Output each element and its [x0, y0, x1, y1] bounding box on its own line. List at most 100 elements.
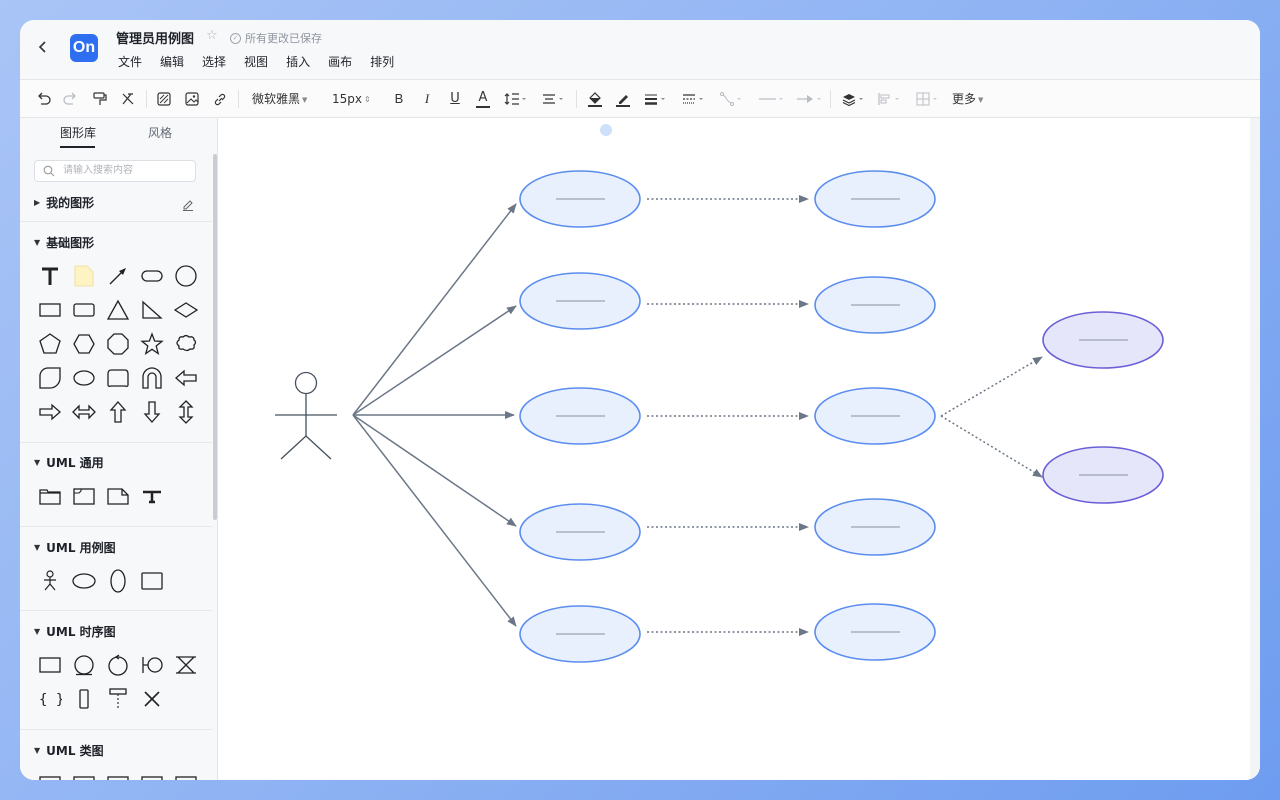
undo-icon[interactable] [36, 89, 52, 109]
diamond-shape[interactable] [172, 296, 200, 324]
image-icon[interactable] [184, 89, 200, 109]
ellipse-callout-shape[interactable] [70, 364, 98, 392]
extend-arrow[interactable] [940, 415, 1043, 478]
fill-bucket-icon[interactable] [586, 89, 604, 109]
circle-shape[interactable] [172, 262, 200, 290]
arrow-line-shape[interactable] [104, 262, 132, 290]
more-button[interactable]: 更多▼ [952, 92, 984, 106]
extend-arrow[interactable] [940, 356, 1043, 417]
tape-shape[interactable] [104, 364, 132, 392]
association-arrow[interactable] [352, 414, 517, 627]
association-arrow[interactable] [352, 203, 517, 416]
right-triangle-shape[interactable] [138, 296, 166, 324]
line-start-icon[interactable] [756, 89, 786, 109]
line-end-icon[interactable] [794, 89, 824, 109]
entity-shape[interactable] [70, 651, 98, 679]
vertical-double-arrow-shape[interactable] [172, 398, 200, 426]
menu-canvas[interactable]: 画布 [328, 55, 353, 69]
font-size-stepper[interactable]: 15px⇕ [332, 92, 371, 106]
interface-shape[interactable] [70, 770, 98, 780]
line-color-icon[interactable] [614, 89, 632, 109]
octagon-shape[interactable] [104, 330, 132, 358]
down-arrow-shape[interactable] [138, 398, 166, 426]
menu-arrange[interactable]: 排列 [370, 55, 395, 69]
format-painter-icon[interactable] [92, 89, 108, 109]
diagram-canvas[interactable] [218, 118, 1250, 780]
package-shape[interactable] [36, 482, 64, 510]
redo-icon[interactable] [62, 89, 78, 109]
double-arrow-shape[interactable] [70, 398, 98, 426]
association-arrow[interactable] [352, 305, 517, 416]
star-icon[interactable]: ☆ [206, 28, 218, 43]
bold-icon[interactable]: B [394, 91, 404, 106]
hourglass-shape[interactable] [172, 651, 200, 679]
menu-file[interactable]: 文件 [118, 55, 143, 69]
triangle-shape[interactable] [104, 296, 132, 324]
class-shape[interactable] [36, 770, 64, 780]
uml-text-shape[interactable] [138, 482, 166, 510]
back-icon[interactable] [36, 36, 54, 58]
hexagon-shape[interactable] [70, 330, 98, 358]
font-family-select[interactable]: 微软雅黑▼ [252, 92, 308, 106]
folded-note-shape[interactable] [104, 482, 132, 510]
leaf-shape[interactable] [36, 364, 64, 392]
association-arrow[interactable] [352, 414, 517, 527]
group-icon[interactable] [914, 89, 940, 109]
text-shape[interactable] [36, 262, 64, 290]
align-icon[interactable] [540, 89, 566, 109]
section-uml-general[interactable]: ▼UML 通用 [34, 454, 104, 471]
lifeline-shape[interactable] [104, 685, 132, 713]
actor-shape[interactable] [36, 567, 64, 595]
star-shape[interactable] [138, 330, 166, 358]
vertical-ellipse-shape[interactable] [104, 567, 132, 595]
rounded-rect-shape[interactable] [138, 262, 166, 290]
search-input[interactable]: 请输入搜索内容 [34, 160, 196, 182]
section-my-shapes[interactable]: ▶我的图形 [34, 194, 94, 211]
destroy-shape[interactable] [138, 685, 166, 713]
pentagon-shape[interactable] [36, 330, 64, 358]
line-spacing-icon[interactable] [504, 89, 528, 109]
actor-figure[interactable] [275, 371, 337, 460]
section-uml-sequence[interactable]: ▼UML 时序图 [34, 623, 116, 640]
braces-shape[interactable]: { } [36, 685, 64, 713]
menu-view[interactable]: 视图 [244, 55, 269, 69]
fill-pattern-icon[interactable] [156, 89, 172, 109]
clear-format-icon[interactable] [120, 89, 136, 109]
menu-insert[interactable]: 插入 [286, 55, 311, 69]
note-shape[interactable] [70, 262, 98, 290]
activation-shape[interactable] [70, 685, 98, 713]
cloud-shape[interactable] [172, 330, 200, 358]
u-turn-arrow-shape[interactable] [138, 364, 166, 392]
line-weight-icon[interactable] [642, 89, 668, 109]
round-rect-shape[interactable] [70, 296, 98, 324]
section-uml-usecase[interactable]: ▼UML 用例图 [34, 539, 116, 556]
sidebar-scrollbar[interactable] [213, 154, 217, 520]
up-arrow-shape[interactable] [104, 398, 132, 426]
menu-select[interactable]: 选择 [202, 55, 227, 69]
italic-icon[interactable]: I [424, 91, 430, 106]
section-uml-class[interactable]: ▼UML 类图 [34, 742, 104, 759]
tab-shape-library[interactable]: 图形库 [60, 126, 97, 140]
font-color-icon[interactable]: A [476, 89, 490, 108]
document-title[interactable]: 管理员用例图 [116, 32, 195, 47]
layer-icon[interactable] [840, 89, 866, 109]
left-arrow-shape[interactable] [172, 364, 200, 392]
tab-style[interactable]: 风格 [148, 126, 173, 140]
enum-shape[interactable] [104, 770, 132, 780]
frame-shape[interactable] [70, 482, 98, 510]
right-arrow-shape[interactable] [36, 398, 64, 426]
menu-edit[interactable]: 编辑 [160, 55, 185, 69]
control-shape[interactable] [104, 651, 132, 679]
line-style-icon[interactable] [680, 89, 706, 109]
rectangle-shape[interactable] [36, 296, 64, 324]
use-case-shape[interactable] [70, 567, 98, 595]
anchor-handle[interactable] [600, 124, 612, 136]
underline-icon[interactable]: U [450, 91, 460, 106]
boundary-shape[interactable] [138, 651, 166, 679]
object-shape[interactable] [36, 651, 64, 679]
section-basic-shapes[interactable]: ▼基础图形 [34, 234, 94, 251]
datatype-shape[interactable] [172, 770, 200, 780]
link-icon[interactable] [212, 89, 228, 109]
edit-icon[interactable] [181, 197, 195, 216]
connector-type-icon[interactable] [718, 89, 744, 109]
